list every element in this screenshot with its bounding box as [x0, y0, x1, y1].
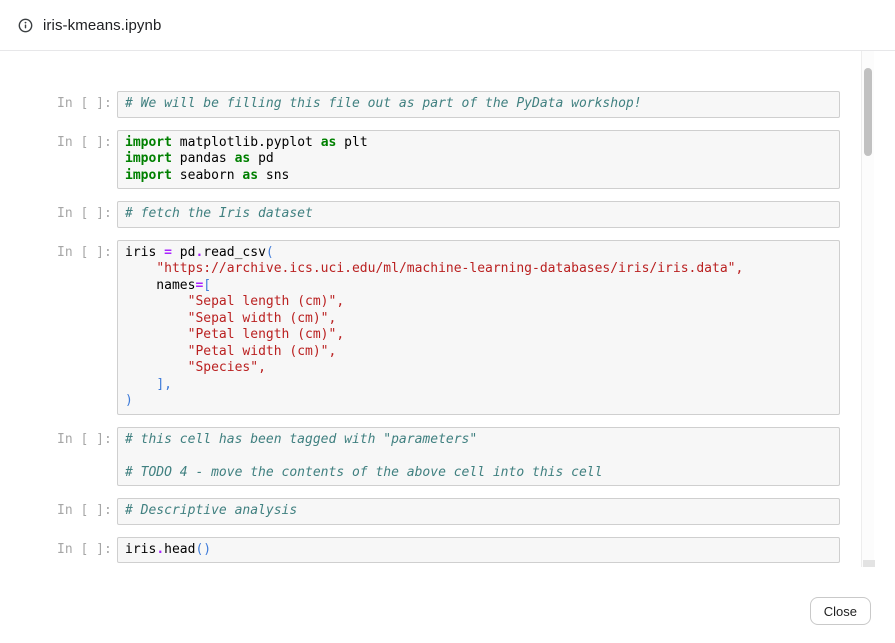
code-line: ],: [156, 376, 172, 392]
cell-code: iris.head(): [117, 536, 840, 563]
cell-prompt: In [ ]:: [57, 431, 112, 447]
notebook-preview: In [ ]: # We will be filling this file ou…: [0, 51, 895, 567]
code-line: "Species",: [187, 360, 266, 375]
code-line: names=[: [125, 277, 212, 293]
code-line: import seaborn as sns: [125, 167, 290, 183]
code-line: # TODO 4 - move the contents of the abov…: [125, 464, 603, 480]
info-icon: [18, 18, 33, 33]
cell-prompt: In [ ]:: [57, 503, 112, 518]
code-line: iris.head(): [125, 541, 212, 557]
scrollbar-corner: [863, 560, 875, 567]
header: iris-kmeans.ipynb: [0, 0, 895, 51]
code-line: iris = pd.read_csv(: [125, 244, 274, 260]
scrollbar[interactable]: [861, 51, 875, 567]
cell-prompt: In [ ]:: [57, 541, 112, 557]
code-line: "https://archive.ics.uci.edu/ml/machine-…: [156, 261, 744, 276]
footer: Close: [0, 567, 895, 643]
cells: In [ ]: # We will be filling this file ou…: [0, 51, 895, 563]
code-line: # fetch the Iris dataset: [125, 206, 313, 221]
scrollbar-thumb[interactable]: [864, 68, 872, 156]
code-line: "Sepal width (cm)",: [187, 310, 337, 326]
code-line: import pandas as pd: [125, 151, 274, 166]
cell-prompt: In [ ]:: [57, 96, 112, 111]
cell-code: # this cell has been tagged with "parame…: [117, 426, 840, 486]
code-line: [125, 448, 832, 465]
cell-prompt: In [ ]:: [57, 244, 112, 260]
cell-code: # We will be filling this file out as pa…: [117, 91, 840, 118]
file-title: iris-kmeans.ipynb: [43, 16, 162, 34]
notebook-cell: In [ ]: iris = pd.read_csv( "https://arch…: [57, 239, 895, 415]
notebook-cell: In [ ]: # Descriptive analysis: [57, 498, 895, 525]
cell-code: # fetch the Iris dataset: [117, 201, 840, 228]
code-line: # this cell has been tagged with "parame…: [125, 431, 478, 447]
cell-prompt: In [ ]:: [57, 134, 112, 150]
notebook-cell: In [ ]: # We will be filling this file ou…: [57, 91, 895, 118]
code-line: import matplotlib.pyplot as plt: [125, 134, 368, 150]
code-line: "Sepal length (cm)",: [187, 294, 345, 309]
cell-code: # Descriptive analysis: [117, 498, 840, 525]
notebook-cell: In [ ]: # fetch the Iris dataset: [57, 201, 895, 228]
notebook-cell: In [ ]: iris.head(): [57, 536, 895, 563]
code-line: "Petal width (cm)",: [187, 343, 337, 359]
notebook-cell: In [ ]: # this cell has been tagged with …: [57, 426, 895, 486]
code-line: ): [125, 393, 133, 408]
code-line: # Descriptive analysis: [125, 503, 298, 518]
cell-code: iris = pd.read_csv( "https://archive.ics…: [117, 239, 840, 415]
close-button[interactable]: Close: [809, 597, 871, 625]
code-line: "Petal length (cm)",: [187, 327, 345, 342]
cell-prompt: In [ ]:: [57, 206, 112, 221]
code-line: # We will be filling this file out as pa…: [125, 96, 642, 111]
